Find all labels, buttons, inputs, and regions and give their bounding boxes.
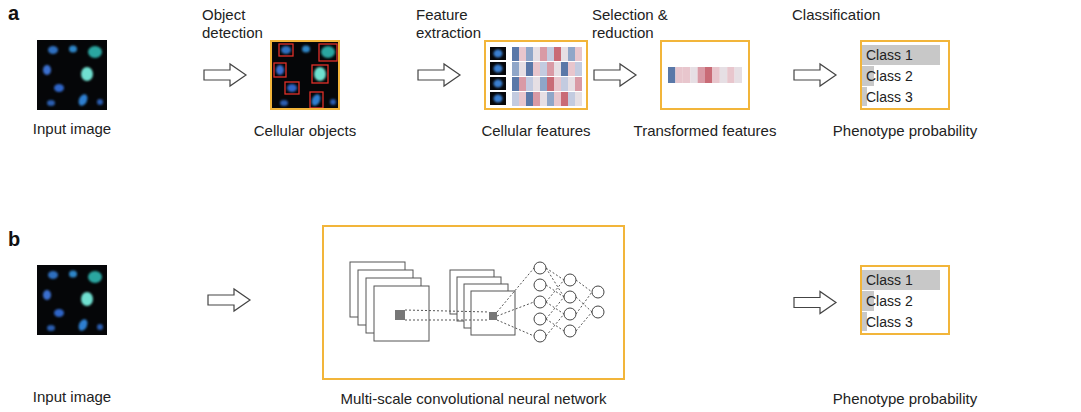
block-arrow [594, 64, 636, 86]
block-arrow [208, 289, 250, 311]
class-label: Class 2 [866, 66, 948, 87]
cell-image [37, 265, 107, 335]
panel-caption: Transformed features [634, 122, 777, 140]
panel-letter: b [8, 228, 20, 250]
feature-vector [668, 67, 742, 83]
class-label: Class 1 [866, 45, 948, 66]
network-panel: Multi-scale convolutional neural network [322, 225, 625, 380]
class-label: Class 2 [866, 291, 948, 312]
image-panel: Input image [37, 265, 107, 335]
panel-caption: Cellular objects [254, 122, 357, 140]
class-label: Class 1 [866, 270, 948, 291]
class-label: Class 3 [866, 87, 948, 108]
class-list: Class 1Class 2Class 3 [862, 267, 948, 333]
panel-caption: Input image [33, 120, 111, 138]
step-label: Object detection [202, 6, 294, 42]
step-label: Feature extraction [416, 6, 508, 42]
class-label: Class 3 [866, 312, 948, 333]
panel-caption: Phenotype probability [833, 390, 977, 408]
step-label: Selection & reduction [592, 6, 684, 42]
panel-caption: Phenotype probability [833, 122, 977, 140]
block-arrow [204, 64, 246, 86]
feature-matrix [490, 47, 582, 106]
block-arrow [794, 292, 836, 314]
panel-letter: a [8, 2, 19, 24]
probability-panel: Class 1Class 2Class 3Phenotype probabili… [860, 265, 950, 335]
cell-image [37, 40, 107, 110]
block-arrow [794, 64, 836, 86]
image-panel: Input image [37, 40, 107, 110]
feature-panel: Cellular features [484, 40, 588, 110]
feature-panel: Transformed features [660, 40, 750, 110]
panel-caption: Input image [33, 388, 111, 406]
probability-panel: Class 1Class 2Class 3Phenotype probabili… [860, 40, 950, 110]
class-list: Class 1Class 2Class 3 [862, 42, 948, 108]
cnn-sketch [350, 262, 604, 342]
block-arrow [418, 64, 460, 86]
panel-caption: Cellular features [481, 122, 590, 140]
detected-cells [270, 40, 340, 110]
step-label: Classification [792, 6, 880, 24]
panel-caption: Multi-scale convolutional neural network [341, 390, 607, 408]
image-panel: Cellular objects [270, 40, 340, 110]
